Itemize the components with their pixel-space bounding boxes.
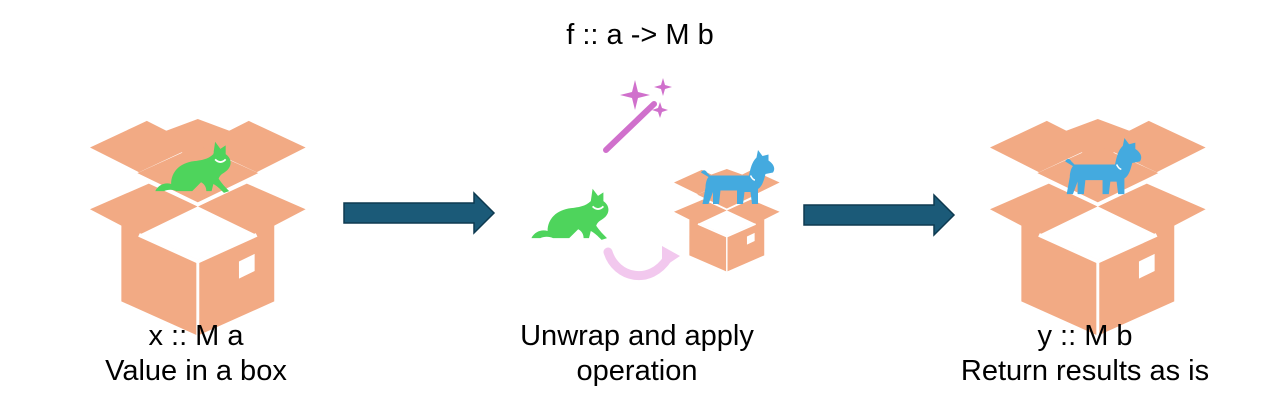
middle-caption: Unwrap and apply operation bbox=[520, 319, 754, 389]
right-caption-text: Return results as is bbox=[960, 355, 1210, 387]
left-caption-text: Value in a box bbox=[105, 355, 287, 387]
right-arrow-icon-1 bbox=[343, 192, 495, 234]
curved-arrow-icon bbox=[603, 246, 680, 280]
left-box-icon bbox=[88, 117, 308, 338]
right-caption: y :: M b Return results as is bbox=[961, 319, 1209, 389]
right-type-line: y :: M b bbox=[1037, 320, 1133, 352]
magic-wand-icon bbox=[603, 78, 672, 153]
left-caption: x :: M a Value in a box bbox=[105, 319, 287, 389]
left-type-line: x :: M a bbox=[148, 320, 244, 352]
right-box-icon bbox=[988, 117, 1208, 338]
middle-caption-line2: operation bbox=[576, 355, 698, 387]
function-signature: f :: a -> M b bbox=[566, 19, 714, 51]
middle-caption-line1: Unwrap and apply bbox=[520, 320, 754, 352]
right-arrow-icon-2 bbox=[803, 194, 955, 236]
middle-cat-icon bbox=[530, 187, 610, 241]
